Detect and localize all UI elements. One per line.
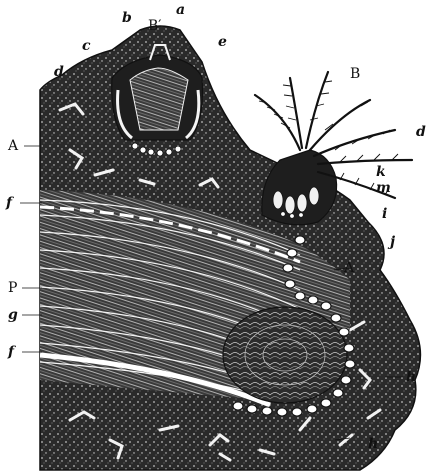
- label-B: B: [350, 66, 360, 82]
- label-k: k: [376, 164, 386, 180]
- label-h-lower: h: [368, 436, 378, 452]
- label-f-lower: f: [7, 344, 17, 360]
- label-e: e: [218, 34, 227, 50]
- expanded-polyp: [255, 72, 412, 225]
- label-g: g: [8, 307, 18, 323]
- label-d-left: d: [54, 64, 64, 80]
- label-A-left: A: [7, 138, 19, 154]
- label-B-prime: B′: [148, 18, 161, 34]
- label-A-right: A: [343, 260, 355, 276]
- label-a: a: [176, 2, 185, 18]
- label-c: c: [82, 38, 91, 54]
- label-P: P: [8, 280, 17, 296]
- label-b: b: [122, 10, 132, 26]
- label-i: i: [382, 206, 387, 222]
- label-d-right: d: [416, 124, 426, 140]
- label-f-upper: f: [5, 195, 15, 211]
- label-m: m: [376, 180, 391, 196]
- label-j: j: [387, 234, 395, 250]
- whorled-nodule: [223, 307, 347, 403]
- label-h-upper: h: [406, 369, 416, 385]
